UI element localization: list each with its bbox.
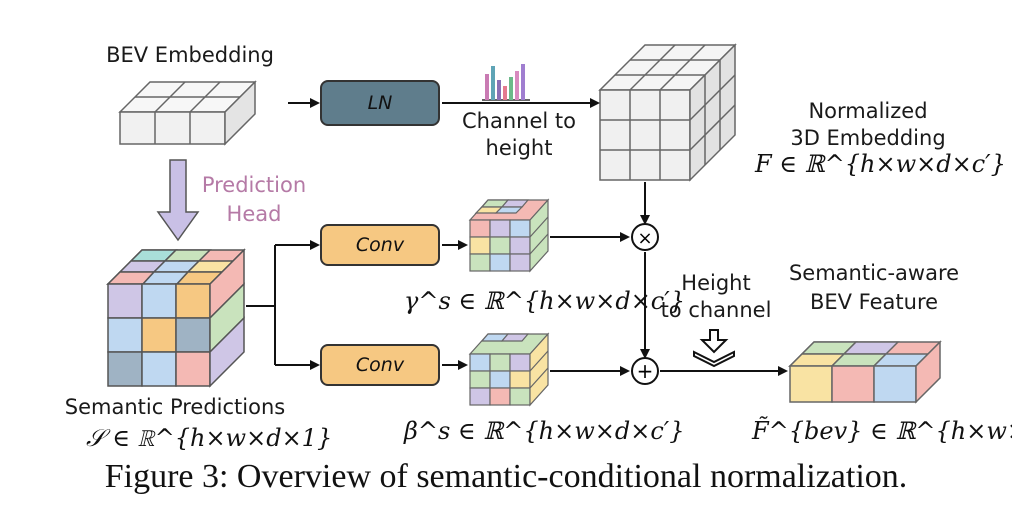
- gamma-cube: [468, 198, 550, 273]
- conv-top-label: Conv: [355, 234, 405, 256]
- figure-caption: Figure 3: Overview of semantic-condition…: [104, 458, 908, 495]
- ln-label: LN: [367, 92, 393, 114]
- multiply-operator: ×: [631, 223, 659, 251]
- normalized-label-line1: Normalized: [808, 99, 928, 123]
- S-formula: 𝒮 ∈ ℝ^{h×w×d×1}: [86, 424, 333, 452]
- connectors: [246, 98, 788, 376]
- beta-formula: β^s ∈ ℝ^{h×w×d×c′}: [404, 417, 685, 445]
- histogram-icon: [482, 64, 530, 101]
- semantic-aware-bev-feature-grid: [788, 340, 942, 404]
- normalized-3d-embedding-cube: [598, 43, 737, 182]
- svg-text:×: ×: [637, 228, 652, 249]
- prediction-head-line2: Head: [226, 202, 282, 226]
- bev-embedding-label: BEV Embedding: [106, 43, 274, 67]
- semantic-aware-line1: Semantic-aware: [788, 261, 960, 285]
- F-formula: F ∈ ℝ^{h×w×d×c′}: [755, 150, 1006, 178]
- channel-to-height-line1: Channel to: [462, 109, 576, 133]
- Fbev-formula: F̃^{bev} ∈ ℝ^{h×w×c}: [752, 417, 1012, 445]
- channel-to-height-line2: height: [485, 136, 553, 160]
- conv-block-top: Conv: [320, 224, 440, 266]
- svg-text:+: +: [637, 359, 654, 383]
- conv-block-bottom: Conv: [320, 344, 440, 386]
- prediction-head-arrow: [156, 159, 200, 242]
- semantic-predictions-cube: [106, 248, 246, 388]
- semantic-aware-line2: BEV Feature: [809, 290, 939, 314]
- normalized-label-line2: 3D Embedding: [790, 126, 946, 150]
- beta-cube: [468, 332, 550, 407]
- conv-bottom-label: Conv: [355, 354, 405, 376]
- prediction-head-line1: Prediction: [201, 173, 307, 197]
- bev-embedding-grid: [118, 80, 257, 146]
- height-to-channel-line2: to channel: [660, 298, 772, 322]
- height-to-channel-icon: [693, 329, 735, 368]
- ln-block: LN: [320, 80, 440, 126]
- add-operator: +: [631, 357, 659, 385]
- semantic-predictions-label: Semantic Predictions: [64, 395, 286, 419]
- gamma-formula: γ^s ∈ ℝ^{h×w×d×c′}: [404, 287, 685, 315]
- height-to-channel-line1: Height: [681, 271, 751, 295]
